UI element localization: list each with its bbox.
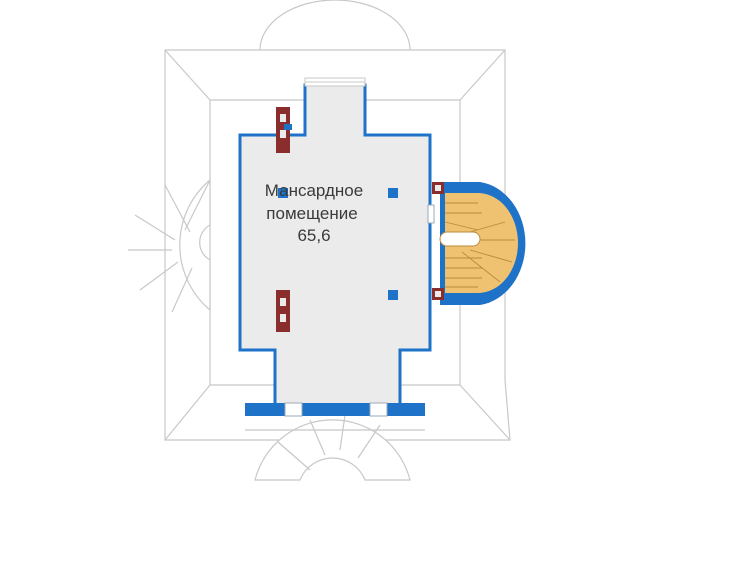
chimney-top — [276, 107, 292, 153]
room-name-line1: Мансардное — [265, 181, 363, 200]
room-area: 65,6 — [297, 226, 330, 245]
right-stair-tower — [427, 182, 526, 305]
column — [388, 290, 398, 300]
room-name-line2: помещение — [266, 204, 357, 223]
top-window — [304, 77, 366, 87]
left-spiral-stair — [128, 178, 211, 313]
chimney-bottom — [276, 290, 290, 332]
columns — [278, 188, 398, 300]
room-floor — [238, 83, 432, 407]
bottom-wall — [245, 402, 425, 417]
column — [388, 188, 398, 198]
column — [278, 188, 288, 198]
bottom-spiral-stair — [254, 414, 411, 481]
room-label: Мансардное помещение 65,6 — [265, 181, 363, 245]
